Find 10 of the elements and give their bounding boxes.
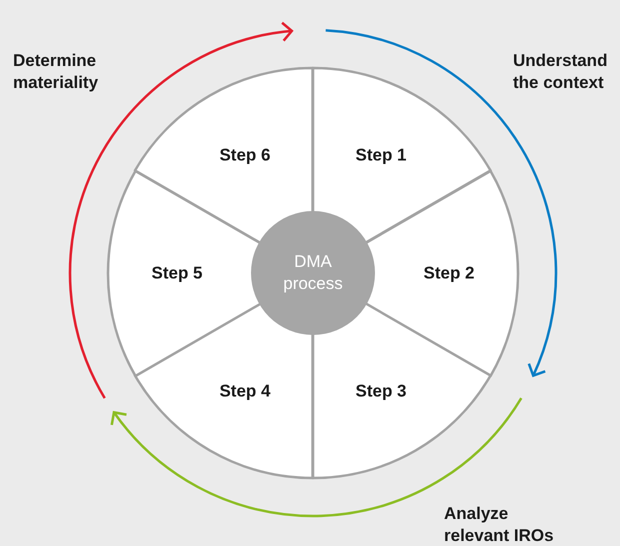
step-label: Step 6 (219, 144, 270, 166)
step-label: Step 4 (219, 380, 270, 402)
phase-label: Determine materiality (13, 50, 100, 94)
step-label: Step 5 (151, 262, 203, 284)
center-label: DMA process (282, 251, 344, 295)
phase-label: Analyze relevant IROs (444, 503, 554, 546)
step-label: Step 3 (355, 380, 407, 402)
step-label: Step 1 (355, 144, 407, 166)
phase-label: Understand the context (513, 50, 608, 94)
step-label: Step 2 (423, 262, 475, 284)
